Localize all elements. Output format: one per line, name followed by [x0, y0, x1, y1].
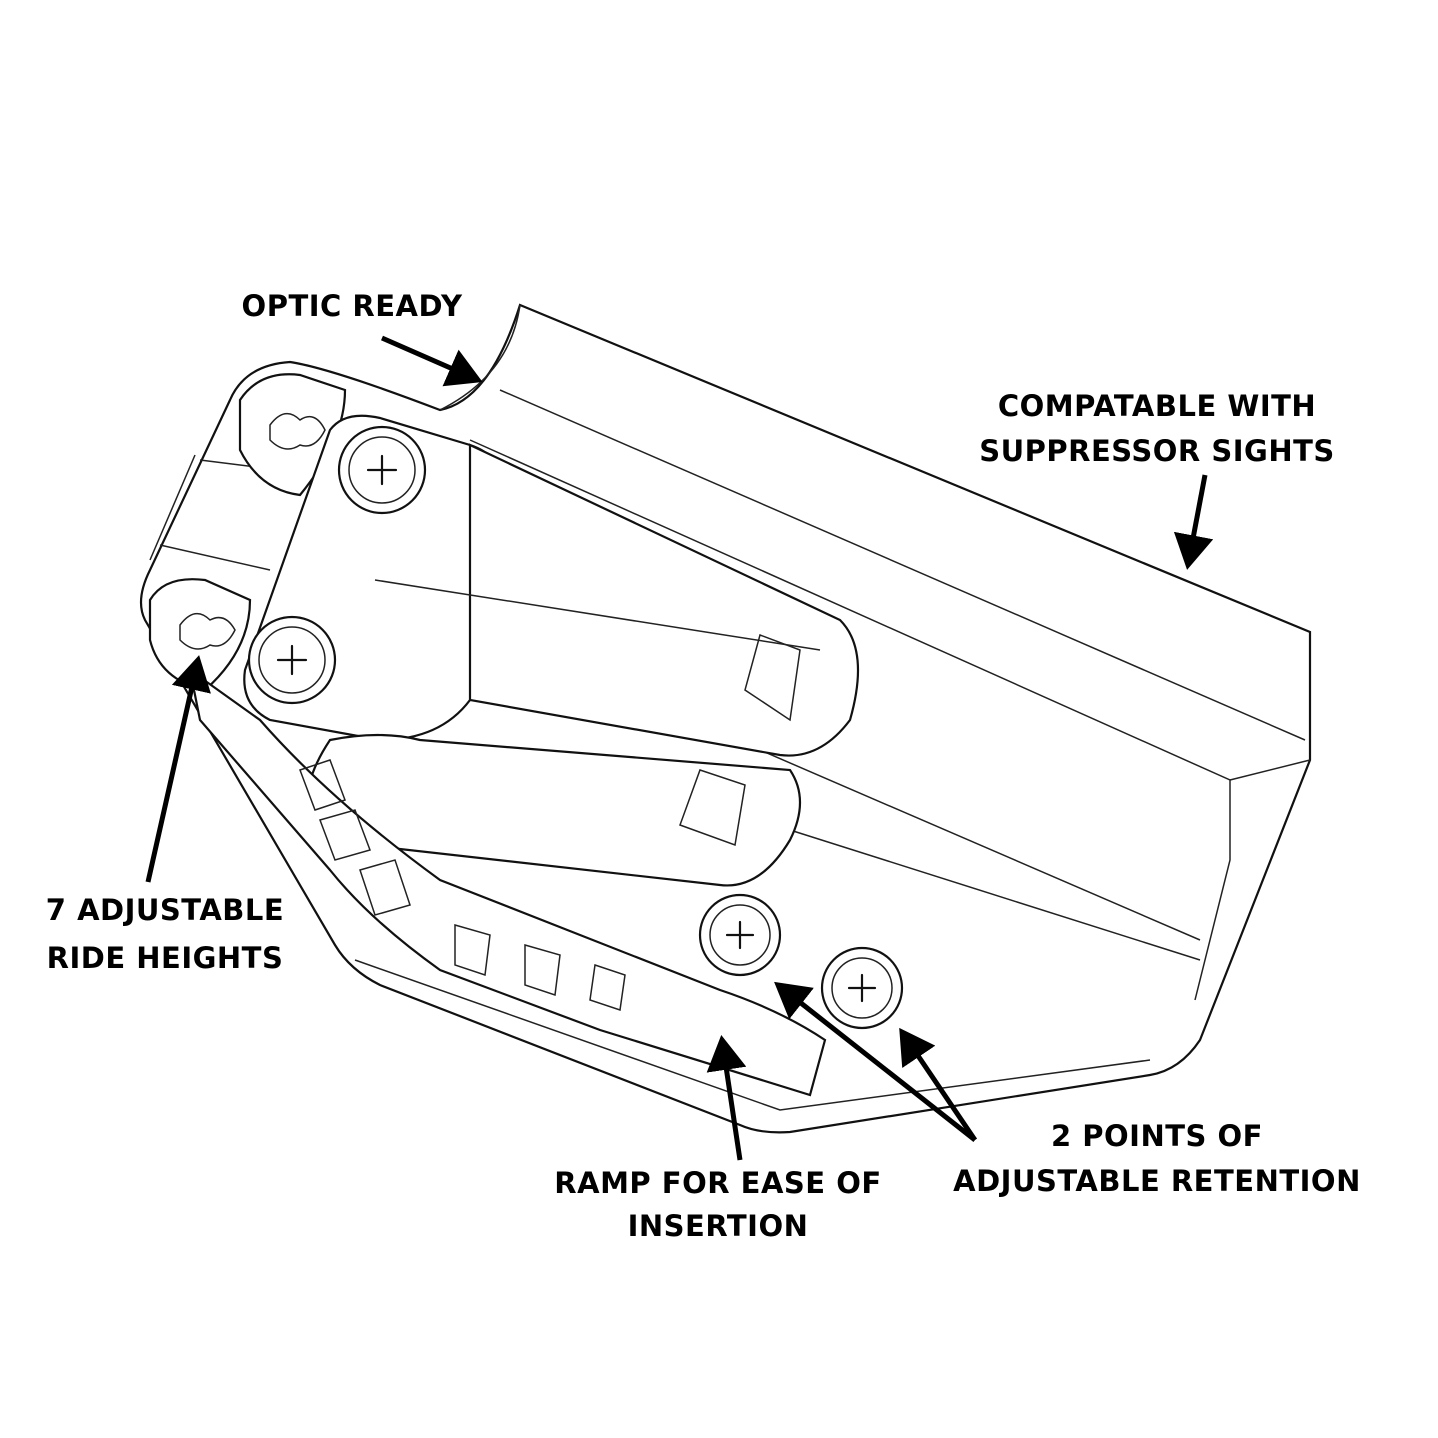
retention-label-line2: ADJUSTABLE RETENTION [953, 1164, 1361, 1198]
retention-arrow-2 [899, 1027, 978, 1142]
suppressor-label-line1: COMPATABLE WITH [998, 389, 1316, 423]
ride-height-label-line2: RIDE HEIGHTS [47, 941, 284, 975]
retention-label-line1: 2 POINTS OF [1051, 1119, 1263, 1153]
ride-height-arrow [145, 655, 211, 883]
screw-retention-1 [698, 893, 782, 977]
screw-retention-2 [820, 946, 904, 1030]
suppressor-label-line2: SUPPRESSOR SIGHTS [979, 434, 1335, 468]
optic-arrow [380, 335, 483, 387]
ride-height-label-line1: 7 ADJUSTABLE [46, 893, 284, 927]
retention-arrow-1 [774, 981, 977, 1142]
ramp-label-line2: INSERTION [628, 1209, 809, 1243]
optic-ready-label: OPTIC READY [242, 289, 463, 323]
screw-clip-bottom [247, 615, 337, 705]
ramp-label-line1: RAMP FOR EASE OF [554, 1166, 881, 1200]
suppressor-arrow [1173, 474, 1214, 570]
screw-clip-top [337, 425, 427, 515]
ramp-arrow [706, 1035, 747, 1161]
